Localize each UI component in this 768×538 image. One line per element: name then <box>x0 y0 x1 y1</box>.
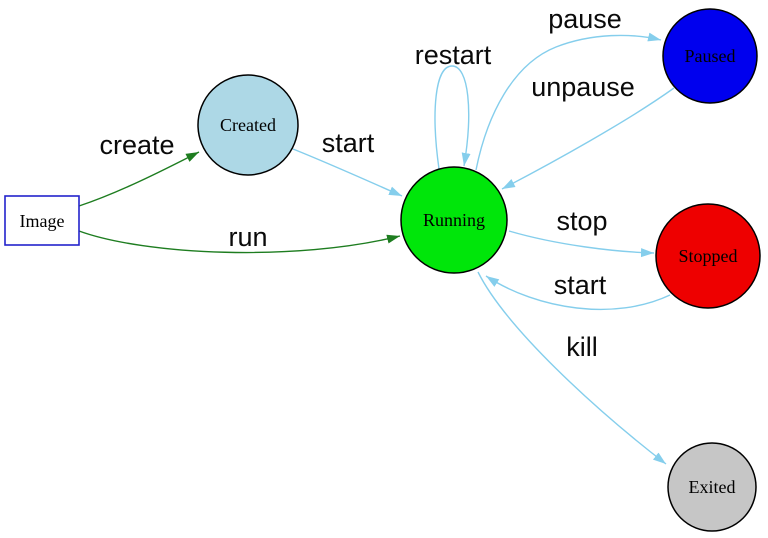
edge-restart-self-loop <box>434 65 471 170</box>
node-stopped-label: Stopped <box>678 246 737 266</box>
edge-pause <box>475 32 662 171</box>
edge-label-pause: pause <box>548 4 622 34</box>
node-stopped-shape <box>655 203 761 309</box>
node-running-shape <box>400 166 508 274</box>
node-created-shape <box>197 74 299 176</box>
edge-stop <box>508 230 655 258</box>
edge-label-kill: kill <box>566 332 598 362</box>
edge-label-stop: stop <box>556 206 607 236</box>
node-exited-label: Exited <box>689 477 736 497</box>
edge-create <box>78 151 200 207</box>
edge-kill <box>477 271 667 465</box>
edge-start-created-running <box>292 148 403 197</box>
node-image: Image <box>4 195 80 246</box>
node-created-label: Created <box>220 115 276 135</box>
node-exited: Exited <box>667 442 757 532</box>
node-running: Running <box>400 166 508 274</box>
node-image-label: Image <box>20 211 65 231</box>
edge-label-create: create <box>99 130 174 160</box>
node-created: Created <box>197 74 299 176</box>
node-paused-label: Paused <box>685 46 736 66</box>
edge-label-restart: restart <box>415 40 492 70</box>
edge-label-start-stopped: start <box>554 270 607 300</box>
edge-label-unpause: unpause <box>531 72 635 102</box>
edge-start-stopped-running <box>485 275 671 311</box>
edge-run <box>78 230 401 254</box>
node-paused-shape <box>662 8 758 104</box>
node-image-shape <box>4 195 80 246</box>
edge-layer <box>78 32 675 465</box>
node-exited-shape <box>667 442 757 532</box>
edge-label-layer: create run start restart pause unpause s… <box>99 4 634 362</box>
edge-label-run: run <box>228 222 267 252</box>
node-running-label: Running <box>423 210 485 230</box>
node-stopped: Stopped <box>655 203 761 309</box>
node-layer: Image Created Running Paused Stopped Exi… <box>4 8 761 532</box>
node-paused: Paused <box>662 8 758 104</box>
edge-label-start-created: start <box>322 128 375 158</box>
edge-unpause <box>501 87 675 190</box>
